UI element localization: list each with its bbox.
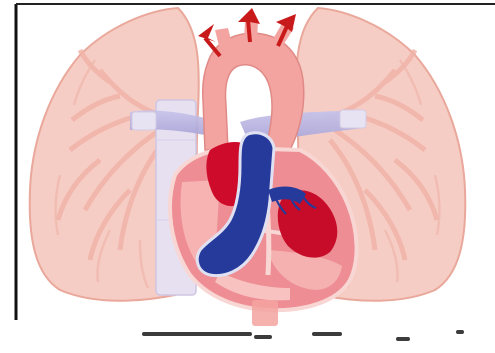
caption-ink-fragment bbox=[254, 335, 272, 339]
caption-ink-fragment bbox=[142, 332, 252, 336]
caption-ink-fragment bbox=[456, 330, 464, 334]
caption-ink-fragment bbox=[312, 332, 342, 336]
caption-ink-fragment bbox=[396, 337, 410, 341]
caption-strip bbox=[0, 326, 495, 353]
inferior-vessel bbox=[252, 300, 278, 326]
